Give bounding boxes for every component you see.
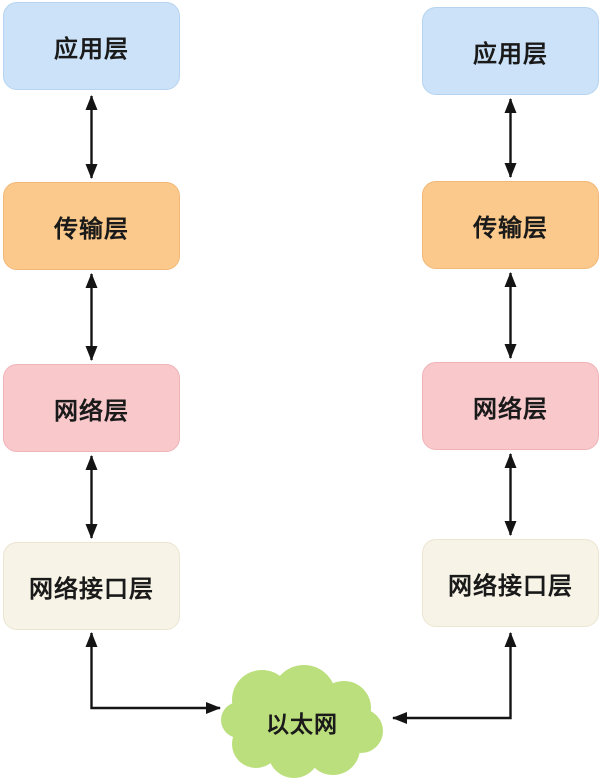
layer-box-transport-right: 传输层 [422, 181, 599, 269]
ethernet-cloud-shape [221, 665, 383, 778]
layer-box-network-interface-left: 网络接口层 [3, 542, 180, 630]
layer-box-network-right: 网络层 [422, 362, 599, 450]
layer-box-transport-left: 传输层 [3, 182, 180, 270]
layer-box-application-left: 应用层 [3, 2, 180, 90]
layer-box-network-interface-right: 网络接口层 [422, 539, 599, 627]
arrow-right-interface-ethernet [392, 632, 517, 724]
arrow-left-interface-ethernet [85, 632, 221, 714]
layer-box-application-right: 应用层 [422, 7, 599, 95]
layer-box-network-left: 网络层 [3, 364, 180, 452]
ethernet-cloud-label: 以太网 [266, 711, 338, 737]
